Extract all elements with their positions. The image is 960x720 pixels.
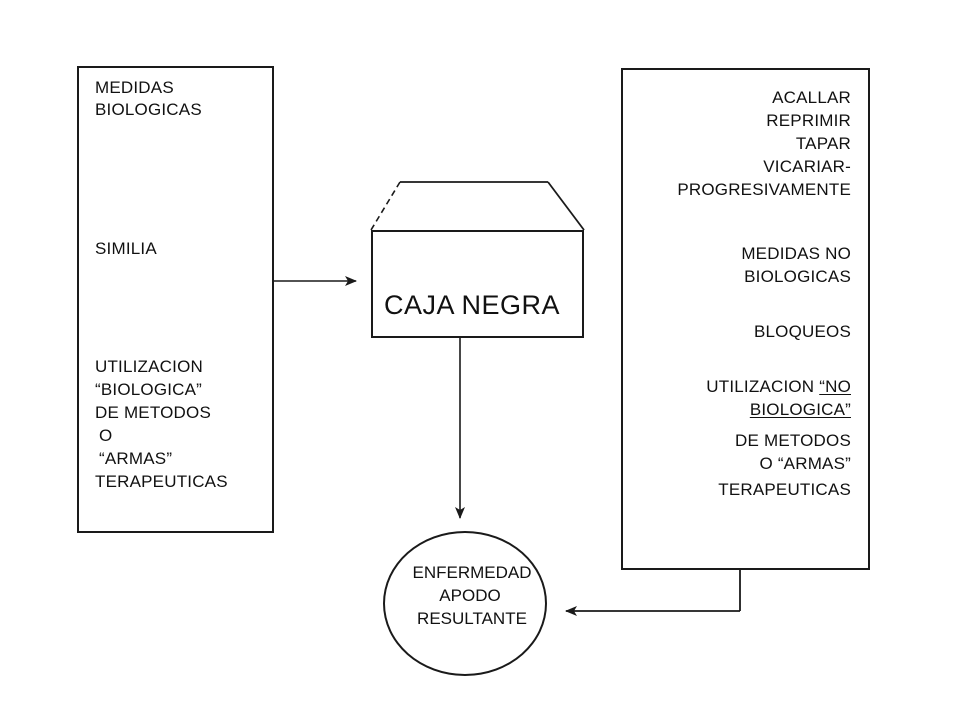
right-text-acallar: ACALLAR [772,88,851,107]
right-text-utilizacion: UTILIZACION “NO [706,376,851,398]
right-text-vicariar: VICARIAR- [763,157,851,176]
right-text-utilizacion-word: UTILIZACION [706,377,815,396]
ellipse-text-apodo: APODO [439,586,501,605]
ellipse-text-resultante: RESULTANTE [417,609,527,628]
right-text-tapar: TAPAR [795,134,851,153]
right-text-de-metodos: DE METODOS [735,431,851,450]
biological-measures-box [77,66,274,533]
right-text-biologicas: BIOLOGICAS [744,267,851,286]
caja-roof-left [370,181,401,231]
left-text-de-metodos: DE METODOS [95,403,211,422]
right-text-no-quote: “NO [819,377,851,396]
left-text-utilizacion: UTILIZACION [95,357,203,376]
left-text-terapeuticas: TERAPEUTICAS [95,472,228,491]
right-text-biologica-quote: BIOLOGICA” [749,400,851,419]
black-box [371,230,584,338]
right-text-reprimir: REPRIMIR [766,111,851,130]
right-text-progresivamente: PROGRESIVAMENTE [677,180,851,199]
left-text-medidas: MEDIDAS [95,78,174,97]
left-text-similia: SIMILIA [95,239,157,258]
ellipse-text-enfermedad: ENFERMEDAD [412,563,532,582]
left-text-o: O [99,426,113,445]
caja-roof-right [547,181,585,231]
resulting-disease-ellipse [383,531,547,676]
black-box-label: CAJA NEGRA [384,290,561,320]
right-text-terapeuticas: TERAPEUTICAS [718,480,851,499]
right-text-medidas-no: MEDIDAS NO [741,244,851,263]
non-biological-measures-box [621,68,870,570]
left-text-armas: “ARMAS” [99,449,173,468]
left-text-biologica: “BIOLOGICA” [95,380,203,399]
right-text-o-armas: O “ARMAS” [759,454,851,473]
left-text-biologicas: BIOLOGICAS [95,100,202,119]
right-text-bloqueos: BLOQUEOS [753,322,851,341]
